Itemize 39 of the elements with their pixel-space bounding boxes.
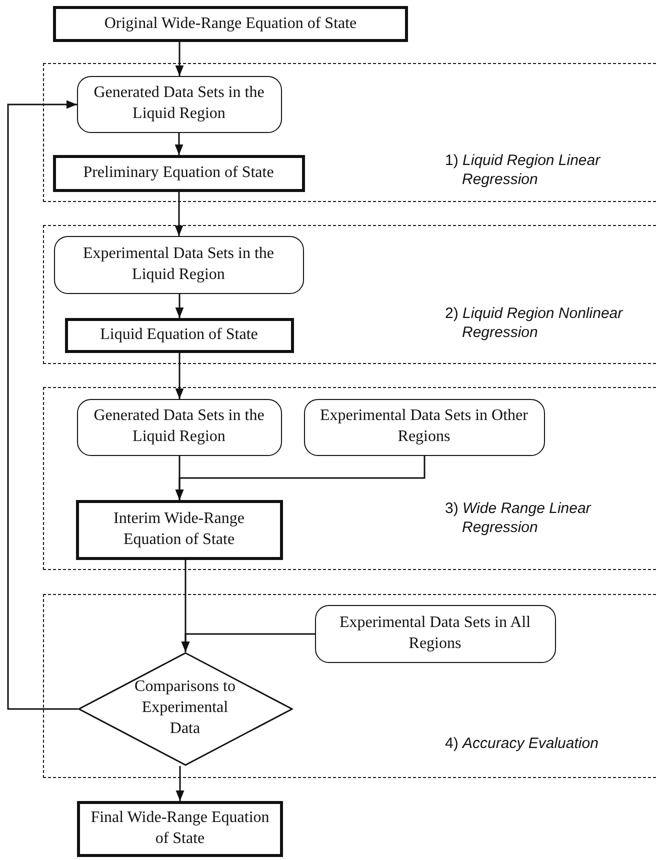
node-text: Experimental Data Sets in Other Regions <box>319 406 529 447</box>
node-text: Experimental Data Sets in All Regions <box>338 612 532 654</box>
stage-region <box>43 225 656 364</box>
equation-box <box>52 154 304 192</box>
arrow <box>175 42 184 76</box>
node-text: Interim Wide-Range Equation of State <box>112 508 246 550</box>
node-text: Original Wide-Range Equation of State <box>104 14 357 34</box>
arrow <box>176 766 184 801</box>
node-text: Preliminary Equation of State <box>83 162 274 183</box>
arrow <box>175 456 426 500</box>
equation-box <box>77 801 283 857</box>
equation-box <box>64 318 294 352</box>
node-text: Experimental Data Sets in the Liquid Region <box>82 244 276 284</box>
equation-box <box>53 6 408 42</box>
stage-label: 2) Liquid Region Nonlinear Regression <box>445 305 624 342</box>
equation-box <box>76 500 282 560</box>
arrow <box>175 353 184 399</box>
arrow <box>174 133 184 155</box>
arrow <box>175 294 184 318</box>
arrow <box>7 100 78 710</box>
stage-label: 3) Wide Range Linear Regression <box>445 500 592 538</box>
stage-label: 4) Accuracy Evaluation <box>445 735 600 754</box>
node-text: Generated Data Sets in the Liquid Region <box>92 406 266 447</box>
node-text: Liquid Equation of State <box>100 324 258 345</box>
decision-diamond <box>78 652 292 766</box>
node-text: Final Wide-Range Equation of State <box>90 808 270 849</box>
data-box <box>76 76 282 132</box>
arrow <box>174 192 184 236</box>
stage-region <box>43 63 656 202</box>
stage-region <box>43 387 656 570</box>
data-box <box>76 398 282 456</box>
arrow <box>181 633 315 652</box>
decision-text: Comparisons to Experimental Data <box>134 677 236 739</box>
node-text: Generated Data Sets in the Liquid Region <box>92 83 266 124</box>
data-box <box>304 398 544 456</box>
data-box <box>54 236 304 294</box>
stage-region <box>43 594 656 778</box>
data-box <box>314 604 556 662</box>
stage-label: 1) Liquid Region Linear Regression <box>445 152 602 190</box>
